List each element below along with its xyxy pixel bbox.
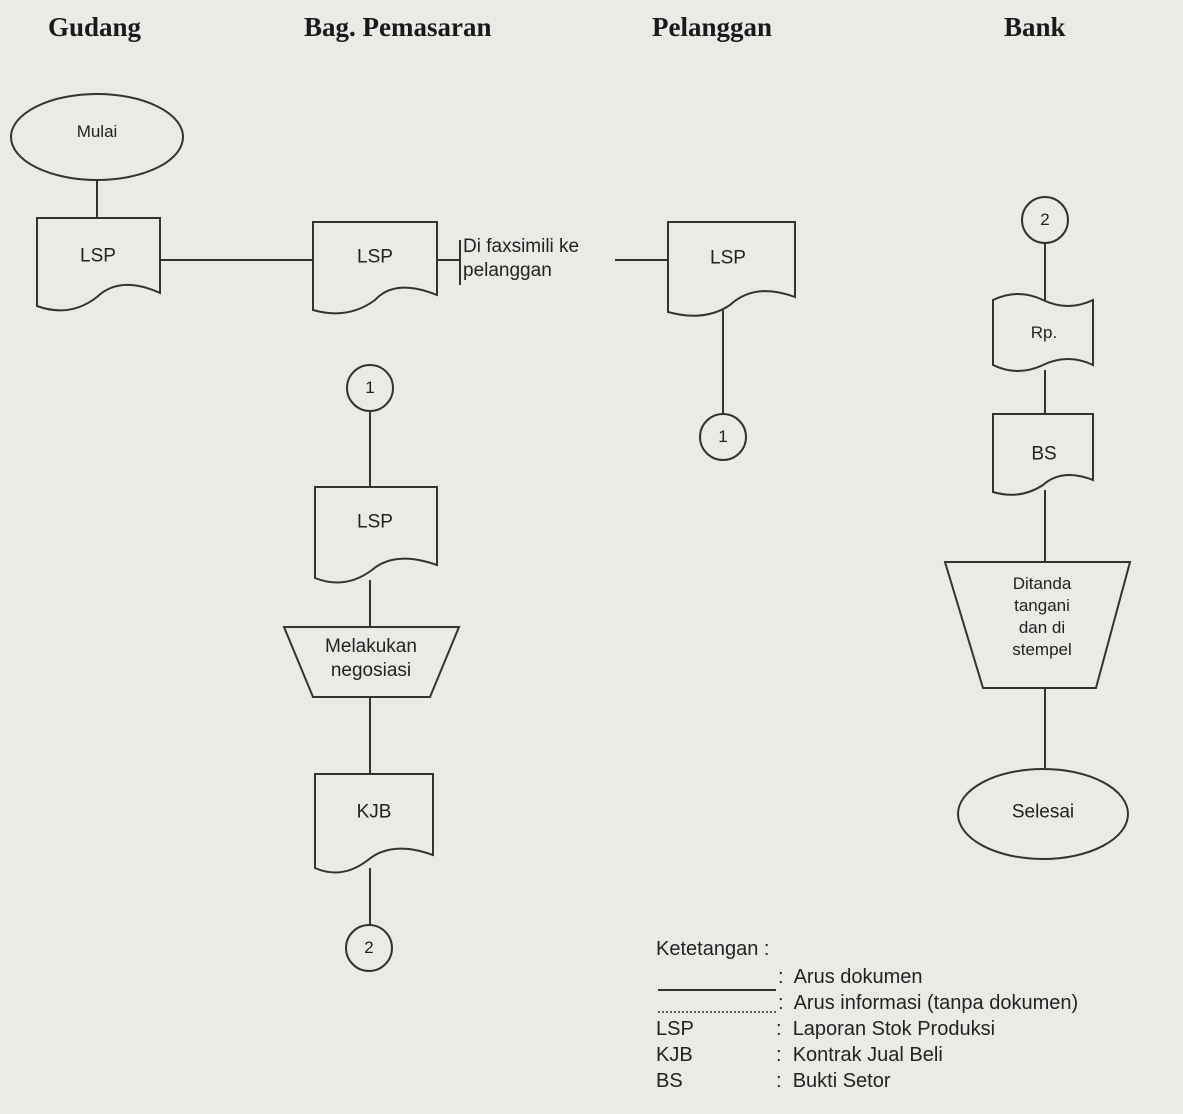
offpage-connector-2 (345, 924, 393, 972)
legend-separator: : (778, 992, 784, 1014)
ditanda-label-line4: stempel (1012, 640, 1072, 659)
document-shape-lsp-pemasaran (312, 221, 438, 315)
document-shape-lsp-pemasaran-2 (314, 486, 438, 584)
connector-label-1-pemasaran: 1 (365, 378, 375, 397)
document-shape-lsp-pelanggan (667, 221, 796, 317)
legend-key: KJB (656, 1044, 693, 1066)
negosiasi-label-line2: negosiasi (330, 660, 412, 681)
lane-title-pelanggan: Pelanggan (652, 12, 773, 42)
connector-label-1-pelanggan: 1 (718, 427, 728, 446)
document-label-lsp-pemasaran-2: LSP (357, 511, 393, 533)
legend-separator: : (776, 1044, 782, 1066)
document-label-kjb: KJB (356, 801, 392, 823)
legend-row: BS: Bukti Setor (656, 1070, 1176, 1093)
legend-separator: : (776, 1018, 782, 1040)
document-shape-bs (992, 413, 1094, 496)
document-label-lsp-gudang: LSP (80, 245, 116, 267)
fax-annotation-line1: Di faxsimili ke (463, 236, 580, 257)
punched-tape-rp (992, 293, 1094, 372)
lane-title-bank: Bank (1004, 12, 1066, 42)
lane-title-pemasaran: Bag. Pemasaran (304, 12, 492, 42)
start-label: Mulai (76, 122, 118, 141)
legend-key: LSP (656, 1018, 694, 1040)
legend-description: Laporan Stok Produksi (792, 1018, 996, 1040)
manual-operation-ditanda (943, 561, 1132, 689)
document-shape-kjb (314, 773, 434, 874)
document-label-lsp-pemasaran: LSP (357, 246, 393, 268)
offpage-connector-1 (699, 413, 747, 461)
document-label-lsp-pelanggan: LSP (710, 247, 746, 269)
legend-row: : Arus informasi (tanpa dokumen) (778, 992, 1078, 1015)
legend-description: Arus informasi (tanpa dokumen) (793, 992, 1079, 1014)
document-label-bs: BS (1031, 443, 1057, 465)
ditanda-label-line2: tangani (1014, 596, 1070, 615)
ditanda-label: Ditanda tangani dan di stempel (1012, 573, 1072, 661)
legend-separator: : (778, 966, 784, 988)
legend-key: BS (656, 1070, 683, 1092)
connector-label-2-bank: 2 (1040, 210, 1050, 229)
legend-separator: : (776, 1070, 782, 1092)
end-terminator (957, 768, 1129, 860)
connector-label-2-pemasaran: 2 (364, 938, 374, 957)
lane-title-gudang: Gudang (48, 12, 142, 42)
legend-row: : Arus dokumen (778, 966, 923, 989)
negosiasi-label: Melakukan negosiasi (325, 635, 417, 683)
ditanda-label-line3: dan di (1018, 618, 1066, 637)
document-shape-lsp-gudang (36, 217, 161, 312)
ditanda-label-line1: Ditanda (1012, 574, 1072, 593)
manual-operation-negosiasi (282, 626, 461, 698)
legend-description: Kontrak Jual Beli (792, 1044, 943, 1066)
fax-annotation: Di faxsimili ke pelanggan (463, 235, 579, 283)
fax-annotation-line2: pelanggan (463, 260, 552, 281)
punched-tape-label-rp: Rp. (1030, 323, 1058, 342)
negosiasi-label-line1: Melakukan (325, 636, 417, 657)
legend-description: Arus dokumen (793, 966, 923, 988)
legend-row: KJB: Kontrak Jual Beli (656, 1044, 1176, 1067)
legend-title: Ketetangan : (656, 938, 770, 960)
legend-row: LSP: Laporan Stok Produksi (656, 1018, 1176, 1041)
legend-description: Bukti Setor (792, 1070, 891, 1092)
end-label: Selesai (1011, 801, 1075, 823)
